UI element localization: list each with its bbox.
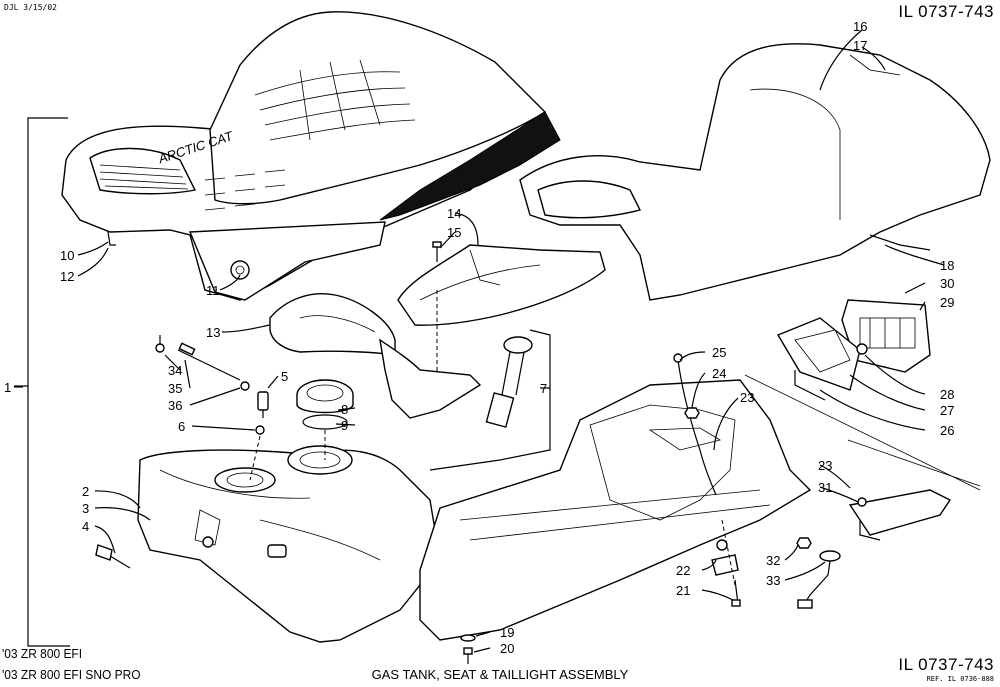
gasket-6 xyxy=(255,425,265,435)
callout-23a: 23 xyxy=(740,390,754,405)
mounting-bracket-14 xyxy=(397,244,606,326)
gas-tank xyxy=(137,445,441,643)
callout-25: 25 xyxy=(712,345,726,360)
callout-27: 27 xyxy=(940,403,954,418)
knee-pad-13 xyxy=(269,293,396,356)
callout-4: 4 xyxy=(82,519,89,534)
callout-28: 28 xyxy=(940,387,954,402)
callout-23b: 23 xyxy=(818,458,832,473)
callout-34: 34 xyxy=(168,363,182,378)
callout-14: 14 xyxy=(447,206,461,221)
fitting-5 xyxy=(257,391,269,418)
center-support xyxy=(379,338,482,419)
model-line-1: '03 ZR 800 EFI xyxy=(2,646,83,661)
screw-21 xyxy=(731,579,741,607)
screw-34 xyxy=(155,335,165,353)
callout-21: 21 xyxy=(676,583,690,598)
bracket-22 xyxy=(711,539,739,576)
callout-19: 19 xyxy=(500,625,514,640)
taillight-lens-27 xyxy=(776,317,861,391)
chassis-tunnel xyxy=(419,379,812,641)
alignment-line-bottom-right xyxy=(847,439,981,487)
nut-24 xyxy=(684,407,700,419)
callout-16: 16 xyxy=(853,19,867,34)
seat-left xyxy=(61,11,561,301)
callout-18: 18 xyxy=(940,258,954,273)
callout-33: 33 xyxy=(766,573,780,588)
alignment-line-taillight xyxy=(744,374,981,491)
callout-6: 6 xyxy=(178,419,185,434)
callout-20: 20 xyxy=(500,641,514,656)
wire-26 xyxy=(794,370,826,401)
bulb-28 xyxy=(856,343,868,355)
callout-17: 17 xyxy=(853,38,867,53)
callout-7: 7 xyxy=(540,381,547,396)
callout-11: 11 xyxy=(206,283,220,298)
model-line-2: '03 ZR 800 EFI SNO PRO xyxy=(2,667,141,682)
callout-32: 32 xyxy=(766,553,780,568)
pin-35 xyxy=(177,342,241,381)
illustration-id-bottom: IL 0737-743 xyxy=(898,655,994,674)
callout-labels: 1 2 3 4 5 6 7 8 9 10 11 12 13 14 15 16 1… xyxy=(4,19,954,656)
callout-35: 35 xyxy=(168,381,182,396)
screw-4 xyxy=(95,544,131,569)
grommet-33 xyxy=(797,550,841,609)
callout-29: 29 xyxy=(940,295,954,310)
washer-31 xyxy=(857,497,867,507)
tail-bracket xyxy=(848,489,952,541)
diagram-title: GAS TANK, SEAT & TAILLIGHT ASSEMBLY xyxy=(371,667,629,682)
seat-right xyxy=(519,43,991,301)
callout-15: 15 xyxy=(447,225,461,240)
callout-31: 31 xyxy=(818,480,832,495)
callout-12: 12 xyxy=(60,269,74,284)
illustration-id-top: IL 0737-743 xyxy=(898,2,994,21)
callout-8: 8 xyxy=(341,402,348,417)
screw-20 xyxy=(463,647,473,664)
callout-9: 9 xyxy=(341,418,348,433)
callout-2: 2 xyxy=(82,484,89,499)
alignment-dash-fitting xyxy=(249,435,261,481)
o-ring-9 xyxy=(302,414,348,430)
callout-1: 1 xyxy=(4,380,11,395)
fuel-cap-8 xyxy=(296,379,354,414)
callout-36: 36 xyxy=(168,398,182,413)
reference-id: REF. IL 0736-888 xyxy=(926,675,994,683)
callout-10: 10 xyxy=(60,248,74,263)
callout-3: 3 xyxy=(82,501,89,516)
nut-32 xyxy=(796,537,812,549)
washer-19 xyxy=(460,634,476,642)
draft-code: DJL 3/15/02 xyxy=(4,3,57,12)
callout-5: 5 xyxy=(281,369,288,384)
callout-13: 13 xyxy=(206,325,220,340)
washer-36 xyxy=(240,381,250,391)
leader-lines xyxy=(14,29,945,653)
callout-26: 26 xyxy=(940,423,954,438)
callout-22: 22 xyxy=(676,563,690,578)
grommet-3 xyxy=(202,536,214,548)
screw-15 xyxy=(432,241,442,262)
callout-30: 30 xyxy=(940,276,954,291)
callout-24: 24 xyxy=(712,366,726,381)
assembly-bracket xyxy=(14,117,70,647)
fuel-pump-7 xyxy=(485,336,533,428)
